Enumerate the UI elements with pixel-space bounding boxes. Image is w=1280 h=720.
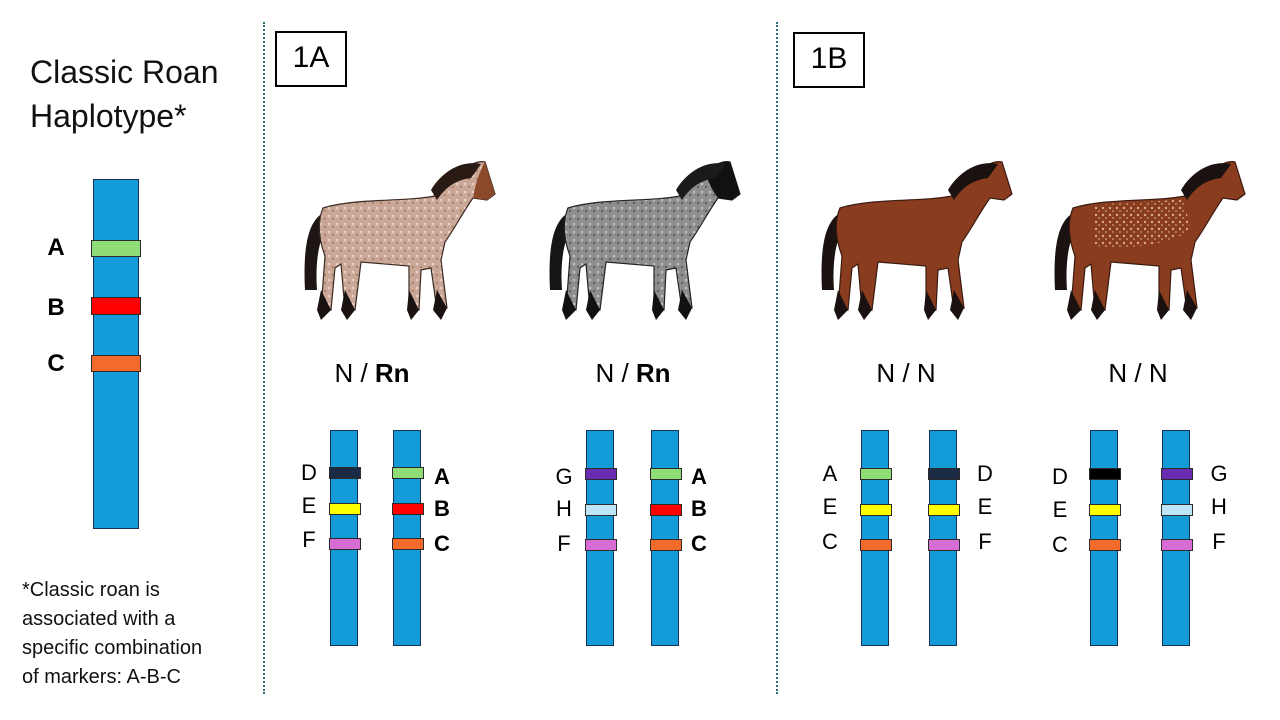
- chromosome-h1-left: [329, 430, 361, 646]
- footnote-line: *Classic roan is: [22, 579, 160, 601]
- band-g: [1161, 468, 1193, 480]
- band-e: [860, 504, 892, 516]
- genotype-separator: /: [614, 358, 636, 388]
- genotype-horse-4: N / N: [1058, 358, 1218, 388]
- band-d: [928, 468, 960, 480]
- band-a: [392, 467, 424, 479]
- marker-label-c: C: [691, 531, 707, 556]
- genotype-right: Rn: [374, 358, 410, 388]
- genotype-horse-2: N / Rn: [553, 358, 713, 388]
- marker-label-b: B: [691, 496, 707, 521]
- band-e: [928, 504, 960, 516]
- genotype-left: N: [334, 358, 354, 388]
- divider-right: [776, 22, 778, 694]
- marker-label-e: E: [822, 494, 838, 519]
- band-c: [392, 538, 424, 550]
- horse-bay-roan: [304, 161, 496, 320]
- chromosome-h2-right: [650, 430, 682, 646]
- marker-label-g: G: [555, 464, 573, 489]
- chromosome-h3-right: [928, 430, 960, 646]
- marker-label-b: B: [434, 496, 450, 521]
- horse-blue-roan: [549, 161, 741, 320]
- marker-label-f: F: [557, 531, 571, 556]
- marker-label-a: A: [691, 464, 707, 489]
- marker-label-a: A: [434, 464, 450, 489]
- marker-label-c: C: [1052, 532, 1068, 557]
- diagram-title: Classic Roan Haplotype*: [30, 50, 219, 138]
- chromosome-h3-left: [860, 430, 892, 646]
- marker-label-f: F: [978, 529, 992, 554]
- title-line-1: Classic Roan: [30, 54, 219, 90]
- band-c: [650, 539, 682, 551]
- footnote-line: associated with a: [22, 608, 176, 630]
- marker-label-g: G: [1210, 461, 1228, 486]
- genotype-separator: /: [353, 358, 375, 388]
- marker-label-f: F: [302, 527, 316, 552]
- band-b: [650, 504, 682, 516]
- band-c: [860, 539, 892, 551]
- marker-label-e: E: [301, 493, 317, 518]
- panel-label-1b: 1B: [793, 32, 865, 88]
- genotype-horse-3: N / N: [826, 358, 986, 388]
- chromosome-h4-right: [1161, 430, 1193, 646]
- title-line-2: Haplotype*: [30, 98, 187, 134]
- haplotype-chromosome: [91, 179, 141, 529]
- chromosome-h1-right: [392, 430, 424, 646]
- band-g: [585, 468, 617, 480]
- band-f: [329, 538, 361, 550]
- band-f: [1161, 539, 1193, 551]
- haplotype-band-b: [91, 297, 141, 315]
- haplotype-label-a: A: [47, 234, 65, 261]
- marker-label-c: C: [822, 529, 838, 554]
- genotype-left: N / N: [876, 358, 936, 388]
- haplotype-band-a: [91, 240, 141, 257]
- band-b: [392, 503, 424, 515]
- band-f: [585, 539, 617, 551]
- band-h: [585, 504, 617, 516]
- genotype-left: N / N: [1108, 358, 1168, 388]
- band-c: [1089, 539, 1121, 551]
- marker-label-d: D: [977, 461, 993, 486]
- panel-label-1a: 1A: [275, 31, 347, 87]
- band-h: [1161, 504, 1193, 516]
- divider-left: [263, 22, 265, 694]
- genotype-left: N: [595, 358, 615, 388]
- haplotype-label-c: C: [47, 350, 65, 377]
- footnote-line: specific combination: [22, 637, 203, 659]
- haplotype-band-c: [91, 355, 141, 372]
- marker-label-e: E: [1052, 497, 1068, 522]
- marker-label-h: H: [556, 496, 572, 521]
- marker-label-e: E: [977, 494, 993, 519]
- band-e: [329, 503, 361, 515]
- footnote-line: of markers: A-B-C: [22, 666, 181, 688]
- chromosome-h4-left: [1089, 430, 1121, 646]
- marker-label-c: C: [434, 531, 450, 556]
- marker-label-d: D: [301, 460, 317, 485]
- marker-label-a: A: [822, 461, 838, 486]
- footnote: *Classic roan is associated with a speci…: [22, 576, 262, 692]
- horse-bay: [821, 161, 1013, 320]
- band-e: [1089, 504, 1121, 516]
- haplotype-label-b: B: [47, 294, 65, 321]
- horse-bay-roaning: [1054, 161, 1246, 320]
- genotype-horse-1: N / Rn: [292, 358, 452, 388]
- band-a: [860, 468, 892, 480]
- chromosome-h2-left: [585, 430, 617, 646]
- band-a: [650, 468, 682, 480]
- band-d: [1089, 468, 1121, 480]
- marker-label-d: D: [1052, 464, 1068, 489]
- band-d: [329, 467, 361, 479]
- marker-label-f: F: [1212, 529, 1226, 554]
- genotype-right: Rn: [635, 358, 671, 388]
- marker-label-h: H: [1211, 494, 1227, 519]
- band-f: [928, 539, 960, 551]
